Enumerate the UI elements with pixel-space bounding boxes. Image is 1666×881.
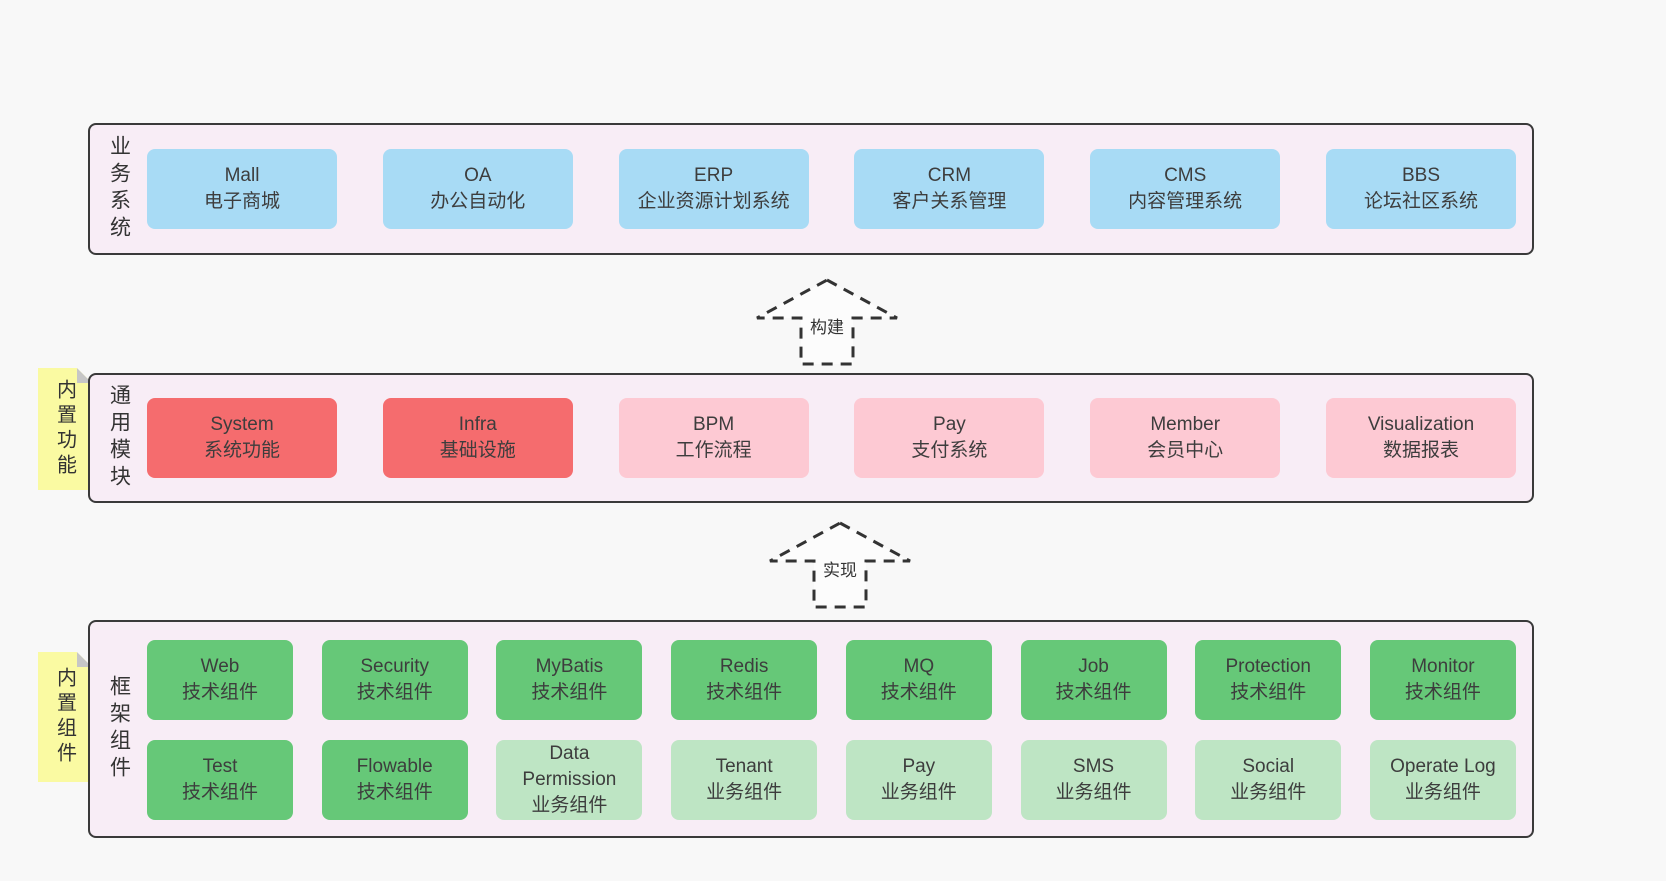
box-test: Test 技术组件 <box>147 740 293 820</box>
box-visualization: Visualization 数据报表 <box>1325 398 1516 478</box>
arrow-build: 构建 <box>754 277 900 367</box>
box-cms: CMS 内容管理系统 <box>1090 149 1281 229</box>
panel-framework-components: 框架组件 Web 技术组件 Security 技术组件 MyBatis 技术组件… <box>88 620 1534 838</box>
box-pay-module: Pay 支付系统 <box>854 398 1045 478</box>
box-mall: Mall 电子商城 <box>147 149 337 229</box>
box-oa: OA 办公自动化 <box>382 149 573 229</box>
tag-built-in-components: 内置组件 <box>38 652 92 782</box>
box-security: Security 技术组件 <box>321 640 468 720</box>
box-sms: SMS 业务组件 <box>1020 740 1167 820</box>
framework-row-2: Test 技术组件 Flowable 技术组件 Data Permission … <box>147 740 1516 820</box>
panel-business-systems: 业务系统 Mall 电子商城 OA 办公自动化 ERP 企业资源计划系统 CRM… <box>88 123 1534 255</box>
business-systems-boxes: Mall 电子商城 OA 办公自动化 ERP 企业资源计划系统 CRM 客户关系… <box>147 125 1516 253</box>
common-modules-boxes: System 系统功能 Infra 基础设施 BPM 工作流程 Pay 支付系统… <box>147 375 1516 501</box>
arrow-build-label: 构建 <box>807 313 847 338</box>
box-mq: MQ 技术组件 <box>845 640 992 720</box>
box-operate-log: Operate Log 业务组件 <box>1369 740 1516 820</box>
box-member: Member 会员中心 <box>1090 398 1281 478</box>
box-web: Web 技术组件 <box>147 640 293 720</box>
panel-common-modules-label: 通用模块 <box>107 384 131 492</box>
box-data-permission: Data Permission 业务组件 <box>496 740 643 820</box>
box-bpm: BPM 工作流程 <box>618 398 809 478</box>
tag-built-in-features: 内置功能 <box>38 368 92 490</box>
box-system: System 系统功能 <box>147 398 337 478</box>
box-tenant: Tenant 业务组件 <box>671 740 818 820</box>
box-social: Social 业务组件 <box>1195 740 1342 820</box>
box-monitor: Monitor 技术组件 <box>1369 640 1516 720</box>
panel-common-modules: 通用模块 System 系统功能 Infra 基础设施 BPM 工作流程 Pay… <box>88 373 1534 503</box>
panel-framework-components-label: 框架组件 <box>107 675 131 783</box>
box-pay-component: Pay 业务组件 <box>845 740 992 820</box>
box-bbs: BBS 论坛社区系统 <box>1325 149 1516 229</box>
box-crm: CRM 客户关系管理 <box>854 149 1045 229</box>
box-flowable: Flowable 技术组件 <box>321 740 468 820</box>
box-job: Job 技术组件 <box>1020 640 1167 720</box>
arrow-implement-label: 实现 <box>820 556 860 581</box>
framework-components-boxes: Web 技术组件 Security 技术组件 MyBatis 技术组件 Redi… <box>147 640 1516 820</box>
framework-row-1: Web 技术组件 Security 技术组件 MyBatis 技术组件 Redi… <box>147 640 1516 720</box>
box-erp: ERP 企业资源计划系统 <box>618 149 809 229</box>
box-protection: Protection 技术组件 <box>1195 640 1342 720</box>
panel-business-systems-label: 业务系统 <box>107 135 131 243</box>
box-mybatis: MyBatis 技术组件 <box>496 640 643 720</box>
arrow-implement: 实现 <box>767 520 913 610</box>
box-redis: Redis 技术组件 <box>671 640 818 720</box>
box-infra: Infra 基础设施 <box>382 398 573 478</box>
